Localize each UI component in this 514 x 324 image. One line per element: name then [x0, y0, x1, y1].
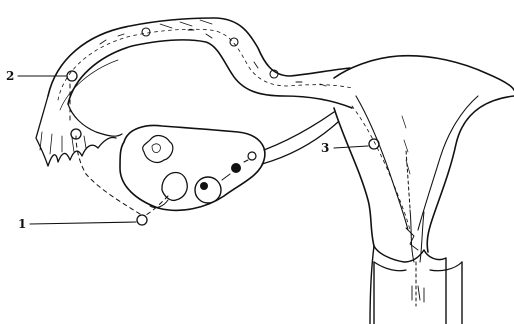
fimbriae	[36, 96, 122, 166]
ovum-near-ovary	[137, 215, 147, 225]
ovum-in-ampulla	[67, 71, 77, 81]
small-follicle	[231, 163, 241, 173]
callout-3: 3	[321, 141, 329, 155]
follicle	[195, 177, 221, 203]
callout-1: 1	[18, 217, 26, 231]
follicle-nucleus	[200, 182, 208, 190]
corpus-luteum	[143, 136, 173, 163]
ovary	[120, 126, 265, 211]
fallopian-tube	[48, 18, 352, 110]
ruptured-follicle	[162, 173, 187, 201]
cervix-vagina	[370, 210, 462, 324]
ovum-in-uterus	[369, 139, 379, 149]
callout-2: 2	[6, 69, 14, 83]
uterus	[334, 56, 514, 252]
ovarian-ligament	[262, 112, 338, 164]
